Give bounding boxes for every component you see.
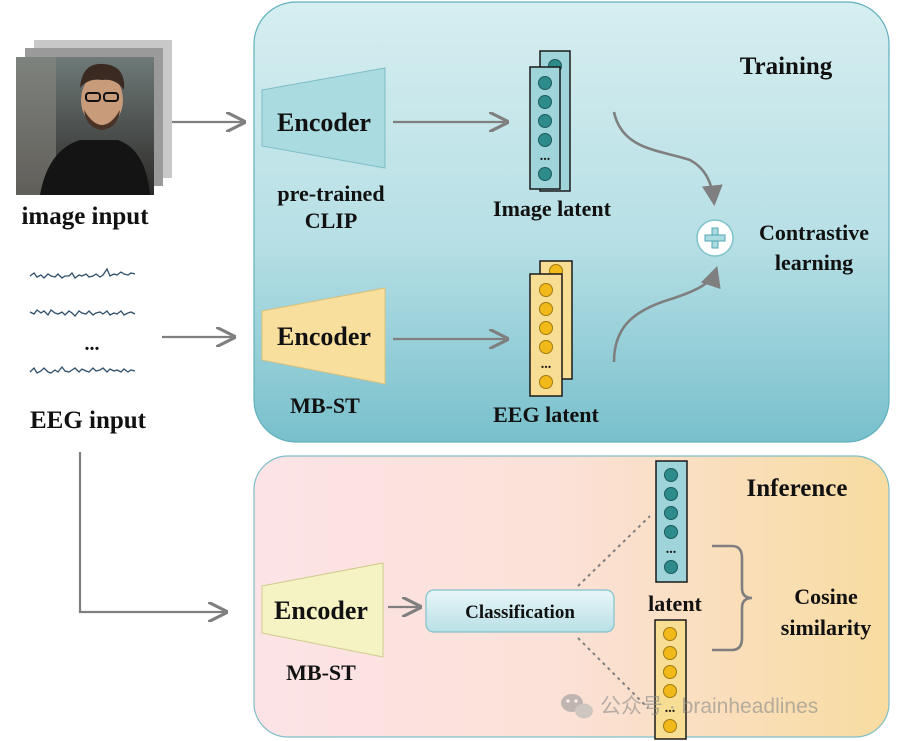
image-latent-ellipsis: ... (540, 149, 551, 164)
inference-encoder-caption: MB-ST (286, 660, 356, 685)
image-latent-label: Image latent (493, 196, 612, 221)
contrastive-label-line2: learning (775, 250, 853, 275)
arrow-image-latent-to-contrastive (612, 111, 723, 207)
inference-eeg-latent-ellipsis: ... (665, 701, 676, 716)
eeg-wave-1 (29, 267, 136, 279)
clip-encoder-label: Encoder (277, 108, 371, 137)
eeg-latent-ellipsis: ... (541, 357, 552, 372)
inference-encoder-label: Encoder (274, 596, 368, 625)
inference-latent-label: latent (648, 591, 702, 616)
clip-encoder: Encoder (261, 67, 386, 169)
clip-caption-line2: CLIP (305, 208, 358, 233)
image-latent-vector: ... (529, 50, 571, 192)
portrait-photo (16, 57, 154, 195)
eeg-latent-label: EEG latent (493, 402, 599, 427)
arrow-eeg-latent-to-contrastive (612, 266, 721, 363)
contrastive-label-line1: Contrastive (759, 220, 869, 245)
image-input-label: image input (21, 203, 149, 230)
eeg-encoder-caption: MB-ST (290, 393, 360, 418)
eeg-latent-vector: ... (529, 260, 573, 397)
eeg-signals (29, 267, 136, 374)
inference-eeg-latent-vector: ... (654, 619, 687, 740)
image-input-stack (16, 40, 172, 195)
eeg-wave-2 (29, 309, 136, 317)
training-panel (253, 1, 890, 443)
cosine-label-line1: Cosine (794, 584, 858, 609)
eeg-ellipsis: ... (85, 333, 100, 355)
clip-caption-line1: pre-trained (277, 181, 384, 206)
training-title: Training (740, 53, 833, 80)
wechat-icon (561, 694, 593, 719)
plus-circle-icon (696, 219, 734, 257)
inference-image-latent-ellipsis: ... (666, 542, 677, 557)
cosine-label-line2: similarity (781, 615, 871, 640)
dotted-line-to-eeg-latent (577, 637, 649, 709)
classification-label: Classification (465, 602, 575, 623)
eeg-encoder-label: Encoder (277, 322, 371, 351)
watermark-text: 公众号 · brainheadlines (600, 695, 818, 718)
curly-brace (712, 544, 753, 652)
classification-box: Classification (425, 589, 615, 633)
eeg-encoder: Encoder (261, 287, 386, 385)
inference-encoder: Encoder (261, 562, 384, 658)
watermark: 公众号 · brainheadlines (561, 694, 818, 719)
dotted-line-to-image-latent (577, 515, 651, 587)
arrow-eeg-to-inference (78, 452, 224, 612)
eeg-input-label: EEG input (30, 407, 147, 434)
inference-image-latent-vector: ... (655, 460, 688, 583)
eeg-wave-3 (29, 365, 136, 374)
inference-title: Inference (747, 475, 848, 502)
